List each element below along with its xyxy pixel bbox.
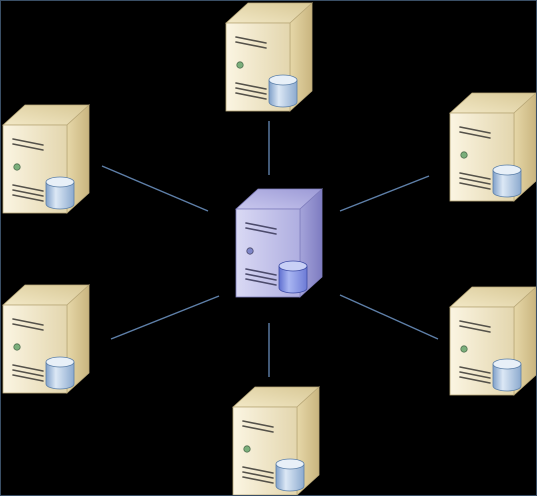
database-cylinder-icon (268, 74, 298, 108)
database-server-icon-top (225, 2, 313, 112)
connector-line-lower-left (110, 295, 220, 340)
database-server-icon-upper-left (2, 104, 90, 214)
database-server-icon-lower-left (2, 284, 90, 394)
connector-line-upper-left (101, 165, 209, 212)
database-server-icon-upper-right (449, 92, 536, 202)
database-cylinder-icon (45, 176, 75, 210)
database-server-icon-bottom (232, 386, 320, 495)
connector-line-upper-right (339, 175, 430, 212)
connector-line-lower-right (339, 294, 439, 340)
database-server-icon-lower-right (449, 286, 536, 396)
connector-lines (101, 121, 439, 377)
database-cylinder-icon (492, 164, 522, 198)
database-cylinder-icon (275, 458, 305, 492)
database-cylinder-icon (492, 358, 522, 392)
database-cylinder-icon (45, 356, 75, 390)
database-cylinder-icon (278, 260, 308, 294)
hub-database-server-icon (235, 188, 323, 298)
